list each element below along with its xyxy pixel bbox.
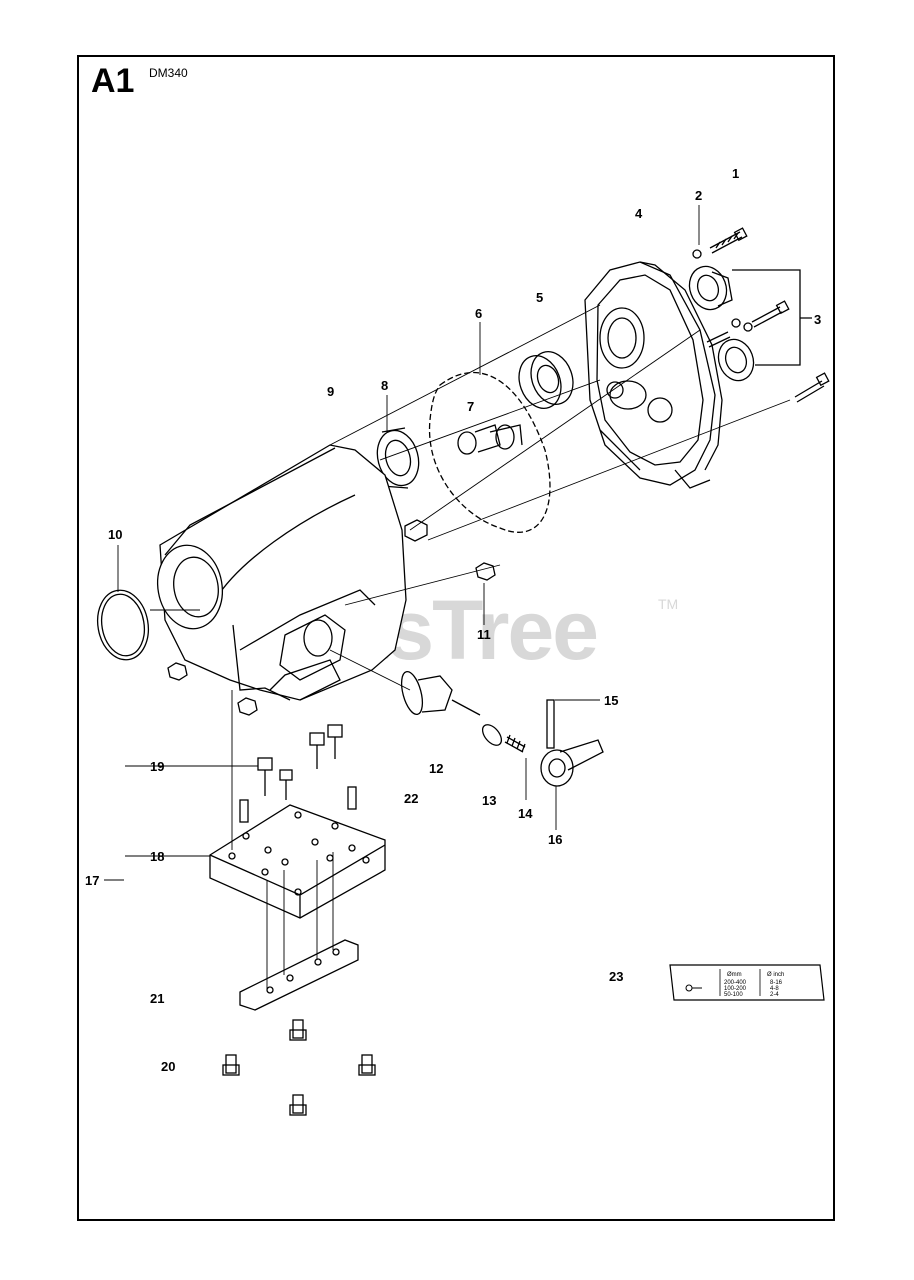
callout-4: 4	[635, 206, 643, 221]
callout-13: 13	[482, 793, 497, 808]
hex-nut-base	[237, 697, 258, 716]
hex-nut	[475, 562, 496, 581]
callout-14: 14	[518, 806, 533, 821]
callout-1: 1	[732, 166, 740, 181]
decal-cell: 4-8	[770, 986, 779, 992]
clamp-bar	[239, 939, 359, 1011]
callout-21: 21	[150, 991, 165, 1006]
housing-screw-top	[692, 227, 748, 259]
switch-assembly	[400, 670, 481, 716]
callout-3: 3	[814, 312, 822, 327]
housing-screw-right	[794, 372, 830, 403]
callout-16: 16	[548, 832, 563, 847]
retaining-ring	[481, 724, 503, 746]
callout-5: 5	[536, 290, 544, 305]
compression-spring	[504, 734, 526, 753]
decal-cell: 200-400	[724, 980, 747, 986]
callout-19: 19	[150, 759, 165, 774]
watermark-trademark: TM	[658, 596, 679, 612]
callout-10: 10	[108, 527, 123, 542]
seal-bracket-line	[732, 269, 812, 366]
callout-22: 22	[404, 791, 419, 806]
callout-7: 7	[467, 399, 475, 414]
housing-screw-mid	[706, 300, 790, 348]
drive-shaft-nut	[457, 424, 523, 455]
callout-17: 17	[85, 873, 100, 888]
callout-8: 8	[381, 378, 389, 393]
dowel-pin-left	[239, 799, 249, 823]
model-name: DM340	[149, 66, 188, 80]
callout-9: 9	[327, 384, 335, 399]
roll-pin	[546, 699, 555, 749]
assembly-lines	[150, 304, 791, 990]
decal-cell: 8-16	[770, 980, 783, 986]
motor-housing	[157, 444, 428, 701]
control-knob	[540, 739, 604, 787]
decal-cell: 100-200	[724, 986, 747, 992]
shaft-seal-upper	[688, 265, 733, 311]
gasket	[428, 371, 551, 533]
base-plate	[209, 804, 386, 919]
decal-cell: 2-4	[770, 992, 779, 998]
callout-18: 18	[150, 849, 165, 864]
callout-12: 12	[429, 761, 444, 776]
hex-nut-lower	[167, 662, 188, 681]
section-title: A1	[91, 62, 135, 100]
ball-bearing	[518, 351, 574, 409]
callout-23: 23	[609, 969, 624, 984]
callout-11: 11	[477, 627, 491, 642]
callout-6: 6	[475, 306, 483, 321]
callout-20: 20	[161, 1059, 176, 1074]
gearbox-housing	[584, 261, 723, 489]
o-ring-large	[96, 589, 150, 661]
socket-head-bolts	[257, 724, 343, 800]
speed-decal: Ømm Ø inch 200-400 8-16 100-200 4-8 50-1…	[669, 964, 825, 1001]
decal-header-mm: Ømm	[727, 972, 742, 978]
decal-header-inch: Ø inch	[767, 972, 784, 978]
dowel-pin-right	[347, 786, 357, 810]
decal-cell: 50-100	[724, 992, 743, 998]
diagram-frame	[77, 55, 835, 1221]
shaft-seal-lower	[717, 338, 755, 382]
callout-2: 2	[695, 188, 703, 203]
callout-15: 15	[604, 693, 619, 708]
leader-lines	[104, 205, 700, 881]
base-screws	[222, 1019, 376, 1116]
